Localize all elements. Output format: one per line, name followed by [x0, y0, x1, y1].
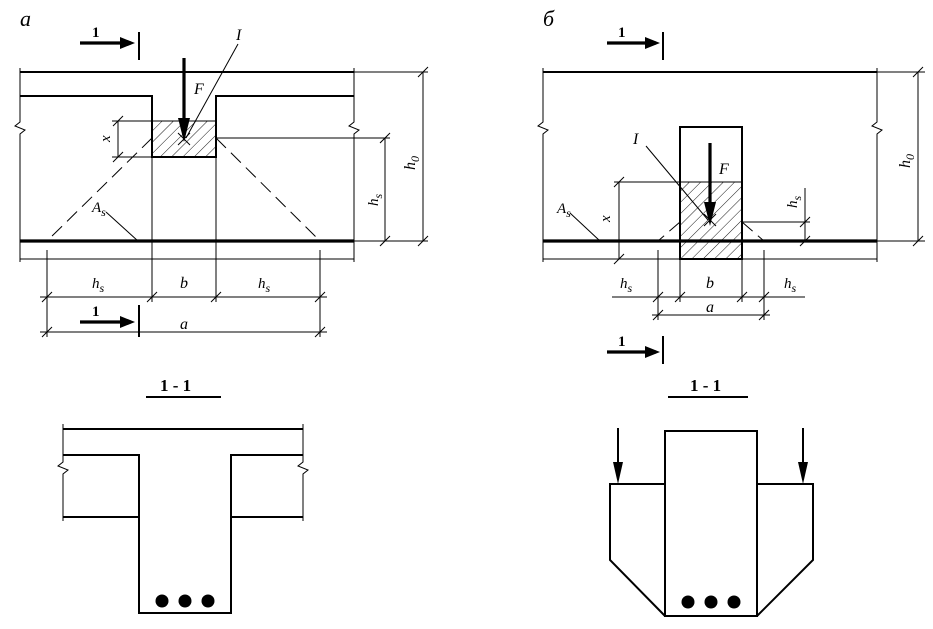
- panel-a: a 1 F I: [14, 6, 429, 614]
- panel-a-letter: a: [20, 6, 31, 31]
- panel-b: б 1 F I: [537, 6, 925, 617]
- section-mark-bottom-b: 1: [607, 334, 664, 364]
- dim-hs-vertical-a: hs: [216, 132, 391, 247]
- punching-cone-right-a: [215, 137, 321, 242]
- dim-x-label: x: [98, 135, 114, 143]
- point-i-leader-b: [645, 145, 709, 221]
- reinforcement-leader-b: [569, 212, 601, 242]
- punching-cone-left-b: [657, 221, 681, 242]
- point-i-leader-a: [185, 43, 239, 139]
- section-title-b: 1 - 1: [690, 376, 721, 395]
- section-mark-label: 1: [618, 334, 626, 350]
- section-view-b: 1 - 1: [609, 376, 814, 617]
- punching-cone-left-a: [46, 137, 153, 242]
- reinforcement-leader-a: [105, 211, 139, 242]
- section-mark-label: 1: [92, 25, 100, 41]
- slab-a: [14, 68, 360, 262]
- dim-h0-a: h0: [354, 66, 429, 247]
- section-view-a: 1 - 1: [57, 376, 309, 614]
- force-label: F: [193, 81, 204, 98]
- dim-hs-left-label-a: hs: [92, 276, 105, 295]
- dim-b-label-b: b: [706, 275, 714, 292]
- load-arrow-left-b: [613, 428, 623, 484]
- section-mark-label: 1: [618, 25, 626, 41]
- reinforcement-label-b: As: [556, 201, 571, 220]
- rebar-dot: [201, 594, 215, 608]
- section-mark-top-a: 1: [80, 25, 140, 60]
- rebar-dot: [681, 595, 695, 609]
- force-arrow-b: F: [703, 143, 729, 227]
- dim-b-label-a: b: [180, 275, 188, 292]
- punching-cone-right-b: [741, 221, 765, 242]
- panel-b-letter: б: [543, 6, 555, 31]
- section-mark-top-b: 1: [607, 25, 664, 60]
- dim-hs-right-label-b: hs: [784, 276, 797, 295]
- slab-b: [537, 68, 883, 262]
- rebar-dot: [727, 595, 741, 609]
- dim-bottom-a: hs b hs a: [40, 157, 327, 338]
- load-arrow-right-b: [798, 428, 808, 484]
- dim-h0-label-a: h0: [402, 156, 422, 170]
- dim-a-label-b: a: [706, 299, 714, 316]
- point-i-label: I: [235, 27, 242, 44]
- section-mark-label: 1: [92, 304, 100, 320]
- section-title-a: 1 - 1: [160, 376, 191, 395]
- dim-bottom-b: hs b hs a: [612, 250, 805, 321]
- dim-hs-label-b: hs: [785, 196, 804, 209]
- rebar-dot: [155, 594, 169, 608]
- dim-hs-left-label-b: hs: [620, 276, 633, 295]
- column-section-b: [664, 430, 758, 617]
- dim-x-label: x: [598, 215, 614, 223]
- dim-x-a: x: [98, 115, 152, 163]
- rebar-dot: [704, 595, 718, 609]
- dim-hs-vertical-b: hs: [742, 188, 811, 247]
- section-mark-bottom-a: 1: [80, 304, 140, 337]
- dim-h0-label-b: h0: [897, 154, 917, 168]
- force-label: F: [718, 161, 729, 178]
- point-i-label: I: [632, 131, 639, 148]
- dim-a-label-a: a: [180, 316, 188, 333]
- rebar-dot: [178, 594, 192, 608]
- dim-h0-b: h0: [877, 66, 925, 247]
- reinforcement-label-a: As: [91, 200, 106, 219]
- dim-x-b: x: [598, 176, 680, 265]
- dim-hs-right-label-a: hs: [258, 276, 271, 295]
- dim-hs-label-a: hs: [366, 194, 385, 207]
